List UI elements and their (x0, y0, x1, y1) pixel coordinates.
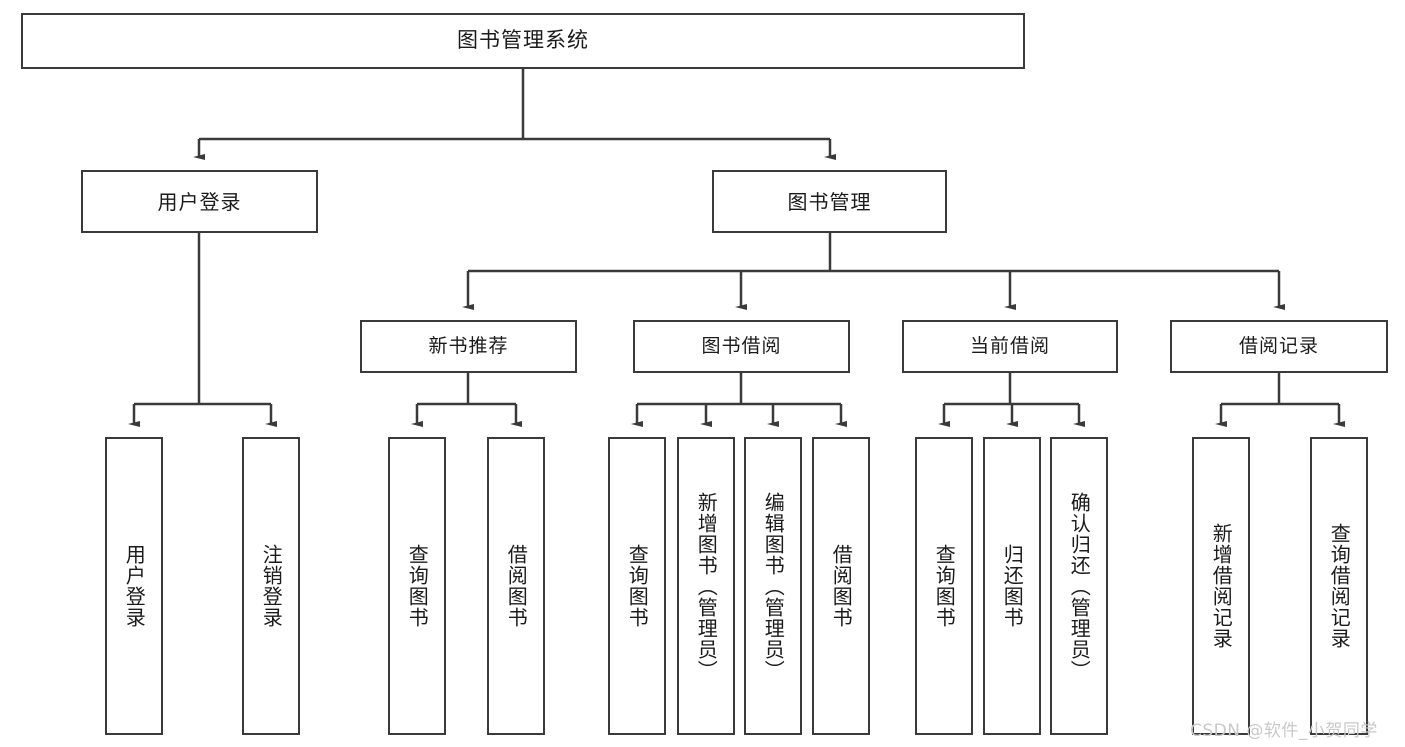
leaf-query-book-current[interactable]: 查询图书 (915, 437, 973, 735)
leaf-label: 编辑图书（管理员） (761, 491, 786, 681)
leaf-borrow-book-recommend[interactable]: 借阅图书 (487, 437, 545, 735)
leaf-label: 归还图书 (1000, 544, 1025, 628)
leaf-label: 借阅图书 (504, 544, 529, 628)
leaf-label: 注销登录 (259, 544, 284, 628)
node-user-login[interactable]: 用户登录 (81, 170, 318, 233)
leaf-add-book-admin[interactable]: 新增图书（管理员） (677, 437, 735, 735)
leaf-query-borrow-record[interactable]: 查询借阅记录 (1310, 437, 1368, 735)
csdn-watermark: CSDN @软件_小贺同学 (1190, 721, 1378, 741)
leaf-borrow-book[interactable]: 借阅图书 (812, 437, 870, 735)
leaf-label: 查询借阅记录 (1327, 523, 1352, 649)
leaf-return-book[interactable]: 归还图书 (983, 437, 1041, 735)
leaf-logout[interactable]: 注销登录 (242, 437, 300, 735)
leaf-label: 查询图书 (625, 544, 650, 628)
node-label: 借阅记录 (1238, 335, 1319, 358)
node-label: 图书借阅 (701, 335, 782, 358)
node-current-borrow[interactable]: 当前借阅 (902, 320, 1118, 373)
node-book-management[interactable]: 图书管理 (712, 170, 947, 233)
node-new-book-recommend[interactable]: 新书推荐 (360, 320, 577, 373)
leaf-query-book-recommend[interactable]: 查询图书 (388, 437, 446, 735)
node-label: 用户登录 (157, 189, 242, 214)
leaf-add-borrow-record[interactable]: 新增借阅记录 (1192, 437, 1250, 735)
leaf-label: 借阅图书 (829, 544, 854, 628)
node-root-label: 图书管理系统 (457, 28, 589, 53)
leaf-label: 用户登录 (122, 544, 147, 628)
leaf-label: 新增借阅记录 (1209, 523, 1234, 649)
leaf-edit-book-admin[interactable]: 编辑图书（管理员） (744, 437, 802, 735)
node-book-borrow[interactable]: 图书借阅 (633, 320, 850, 373)
leaf-confirm-return-admin[interactable]: 确认归还（管理员） (1050, 437, 1108, 735)
node-label: 图书管理 (787, 189, 872, 214)
node-label: 新书推荐 (428, 335, 509, 358)
leaf-query-book-borrow[interactable]: 查询图书 (608, 437, 666, 735)
leaf-label: 确认归还（管理员） (1067, 491, 1092, 681)
leaf-label: 新增图书（管理员） (694, 491, 719, 681)
leaf-label: 查询图书 (932, 544, 957, 628)
leaf-label: 查询图书 (405, 544, 430, 628)
node-label: 当前借阅 (969, 335, 1050, 358)
node-root[interactable]: 图书管理系统 (21, 13, 1025, 69)
leaf-user-login[interactable]: 用户登录 (105, 437, 163, 735)
node-borrow-record[interactable]: 借阅记录 (1170, 320, 1388, 373)
